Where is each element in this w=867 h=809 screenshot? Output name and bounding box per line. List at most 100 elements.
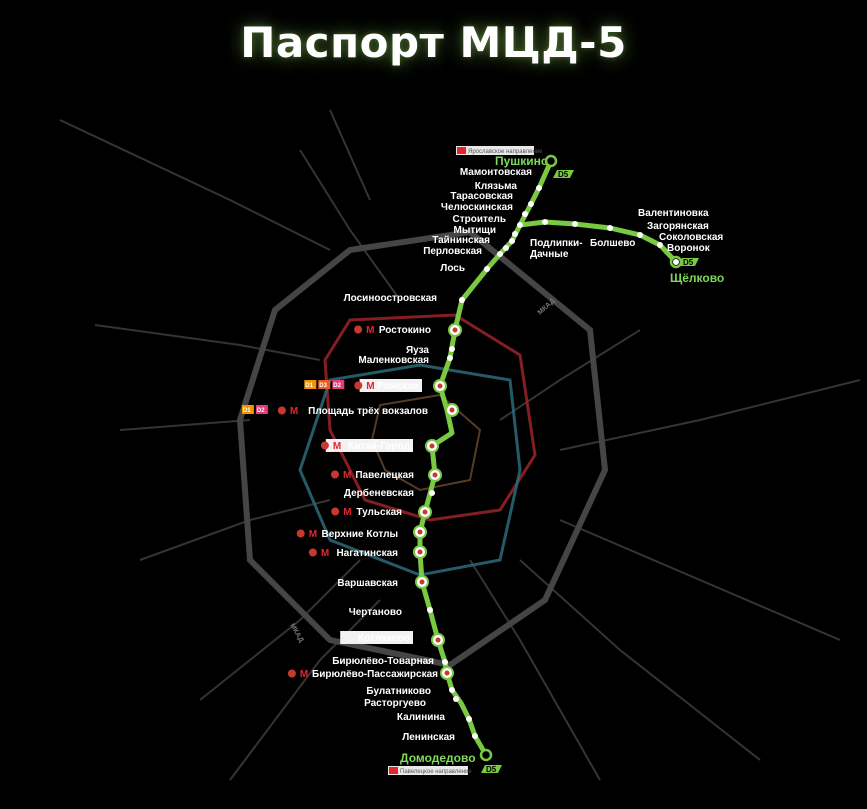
- station-dot: [509, 238, 515, 244]
- station-zagoryanskaya[interactable]: Загорянская: [637, 221, 709, 238]
- station-dot: [673, 259, 679, 265]
- station-leninskaya[interactable]: Ленинская: [402, 732, 478, 743]
- station-podlipki[interactable]: Подлипки-Дачные: [530, 219, 583, 260]
- station-mytishchi[interactable]: Мытищи: [454, 225, 516, 244]
- mcd-badge-label: D3: [319, 383, 327, 389]
- station-biryulyovo_tov[interactable]: Бирюлёво-Товарная: [332, 656, 448, 667]
- svg-text:D5: D5: [683, 258, 694, 267]
- svg-text:Павелецкое направление: Павелецкое направление: [400, 769, 472, 775]
- station-pushkino[interactable]: Пушкино: [495, 154, 548, 168]
- line-icon: [331, 507, 340, 516]
- station-sokolovskaya[interactable]: Соколовская: [657, 232, 723, 248]
- station-dot: [427, 607, 433, 613]
- station-shchyolkovo[interactable]: Щёлково: [670, 271, 724, 285]
- station-label: Подлипки-: [530, 238, 583, 249]
- line-icon: [287, 669, 296, 678]
- terminus-dot-domodedovo[interactable]: [479, 748, 493, 762]
- station-label: Яуза: [406, 345, 429, 356]
- mcd-badge-d3: [318, 380, 331, 389]
- mcd-badge-d1: [241, 405, 254, 414]
- station-klyazma[interactable]: Клязьма: [475, 181, 534, 207]
- stations-layer: МамонтовскаяКлязьмаТарасовскаяЧелюскинск…: [241, 167, 723, 743]
- station-label: Бирюлёво-Товарная: [332, 656, 434, 667]
- mcd-badge-label: D2: [333, 383, 341, 389]
- station-bulatnikovo[interactable]: Булатниково: [366, 686, 455, 697]
- station-paveletskaya[interactable]: Павелецкая М: [331, 468, 442, 482]
- line-icon: [354, 381, 363, 390]
- station-dot: [472, 733, 478, 739]
- station-label: Расторгуево: [364, 698, 426, 709]
- station-label: Павелецкая: [355, 470, 414, 481]
- station-derbenevskaya[interactable]: Дербеневская: [344, 487, 435, 499]
- metro-icon: М: [343, 507, 351, 518]
- station-kalinina[interactable]: Калинина: [397, 712, 472, 723]
- station-tayninskaya[interactable]: Тайнинская: [432, 235, 509, 251]
- station-valentinovka[interactable]: Валентиновка: [607, 208, 709, 231]
- transfer-core: [449, 407, 455, 413]
- station-dot: [484, 266, 490, 272]
- station-label: Загорянская: [647, 221, 709, 232]
- station-dot: [512, 231, 518, 237]
- station-dot: [517, 222, 523, 228]
- station-rastorguevo[interactable]: Расторгуево: [364, 696, 459, 709]
- station-tarasovskaya[interactable]: Тарасовская: [450, 191, 528, 217]
- station-label: Булатниково: [366, 686, 431, 697]
- station-losinoostrovskaya[interactable]: Лосиноостровская: [344, 293, 465, 304]
- station-chertanovo[interactable]: Чертаново: [349, 607, 433, 618]
- d5-badge-north: D5: [553, 170, 574, 179]
- station-stroitel[interactable]: Строитель: [453, 214, 518, 237]
- line-icon: [320, 441, 329, 450]
- svg-text:Ярославское направление: Ярославское направление: [468, 149, 543, 155]
- station-label: Рижская: [377, 381, 419, 392]
- line-icon: [354, 325, 363, 334]
- station-voronok[interactable]: Воронок: [667, 243, 711, 265]
- station-label: Нагатинская: [336, 548, 398, 559]
- transfer-core: [429, 443, 435, 449]
- station-perlovskaya[interactable]: Перловская: [423, 246, 503, 257]
- metro-icon: М: [343, 470, 351, 481]
- station-label: Клязьма: [475, 181, 518, 192]
- station-label: Площадь трёх вокзалов: [308, 406, 428, 417]
- transfer-core: [452, 327, 458, 333]
- mcd-badge-label: D2: [257, 408, 265, 414]
- svg-text:D5: D5: [486, 765, 497, 774]
- station-dot: [442, 659, 448, 665]
- station-malenkovskaya[interactable]: Маленковская: [358, 355, 453, 366]
- station-yauza[interactable]: Яуза: [406, 345, 455, 356]
- mcd-badge-label: D1: [243, 408, 251, 414]
- background-roads: [59, 109, 861, 781]
- station-label: Ростокино: [379, 325, 431, 336]
- station-bolshevo[interactable]: Болшево: [572, 221, 635, 249]
- station-label: Перловская: [423, 246, 482, 257]
- station-chelyuskinskaya[interactable]: Челюскинская: [441, 202, 523, 228]
- station-dot: [447, 355, 453, 361]
- north-direction-badge: Ярославское направление: [456, 146, 543, 155]
- station-label: Мамонтовская: [460, 167, 532, 178]
- mkad-label: МКАД: [537, 298, 557, 317]
- station-label: Калинина: [397, 712, 446, 723]
- station-los[interactable]: Лось: [440, 263, 490, 274]
- station-dot: [453, 696, 459, 702]
- line-icon: [277, 406, 286, 415]
- station-label: Лосиноостровская: [344, 293, 438, 304]
- station-mamontovskaya[interactable]: Мамонтовская: [460, 167, 542, 191]
- metro-icon: М: [366, 325, 374, 336]
- line-icon: [331, 470, 339, 479]
- station-varshavskaya[interactable]: Варшавская: [337, 575, 429, 589]
- station-dot: [459, 297, 465, 303]
- station-rostokino[interactable]: Ростокино М: [354, 323, 462, 337]
- line-icon: [296, 529, 305, 538]
- station-kotlyakovo[interactable]: Котляково: [340, 631, 445, 647]
- terminus-dot-pushkino[interactable]: [544, 154, 558, 168]
- station-dot: [503, 245, 509, 251]
- station-dot: [607, 225, 613, 231]
- station-domodedovo[interactable]: Домодедово: [400, 751, 476, 765]
